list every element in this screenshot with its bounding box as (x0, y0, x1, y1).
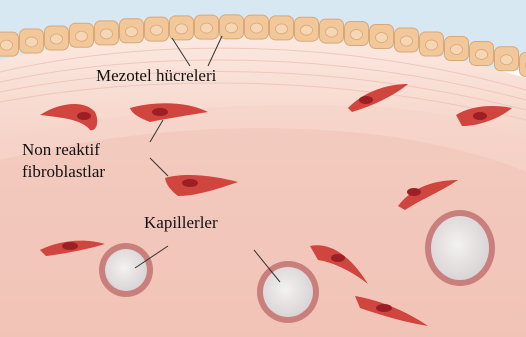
label-mesothelial-cells: Mezotel hücreleri (96, 66, 216, 86)
mesothelial-cell (445, 37, 469, 61)
mesothelial-cell (470, 41, 494, 65)
capillary (99, 243, 153, 297)
label-fibroblasts-line1: Non reaktif (22, 140, 100, 160)
mesothelial-cell (270, 16, 294, 40)
mesothelial-cell (220, 15, 244, 39)
mesothelial-cell (320, 19, 344, 43)
mesothelial-cell (170, 16, 194, 40)
mesothelial-cell (495, 47, 519, 71)
mesothelial-cell (245, 15, 269, 39)
mesothelial-cell (395, 28, 419, 52)
mesothelial-cell (520, 52, 526, 76)
mesothelial-cell (95, 21, 119, 45)
mesothelial-cell (195, 15, 219, 39)
mesothelial-cell (70, 23, 94, 47)
mesothelial-cell (145, 17, 169, 41)
mesothelial-cell (0, 32, 19, 56)
mesothelial-cell (420, 32, 444, 56)
mesothelial-cell (295, 17, 319, 41)
capillary (257, 261, 319, 323)
mesothelial-cell (345, 22, 369, 46)
mesothelial-cell (20, 29, 44, 53)
mesothelial-cell (45, 26, 69, 50)
mesothelial-cell (370, 25, 394, 49)
label-capillaries: Kapillerler (144, 213, 218, 233)
mesothelial-cell (120, 19, 144, 43)
capillary (425, 210, 495, 286)
label-fibroblasts-line2: fibroblastlar (22, 162, 105, 182)
